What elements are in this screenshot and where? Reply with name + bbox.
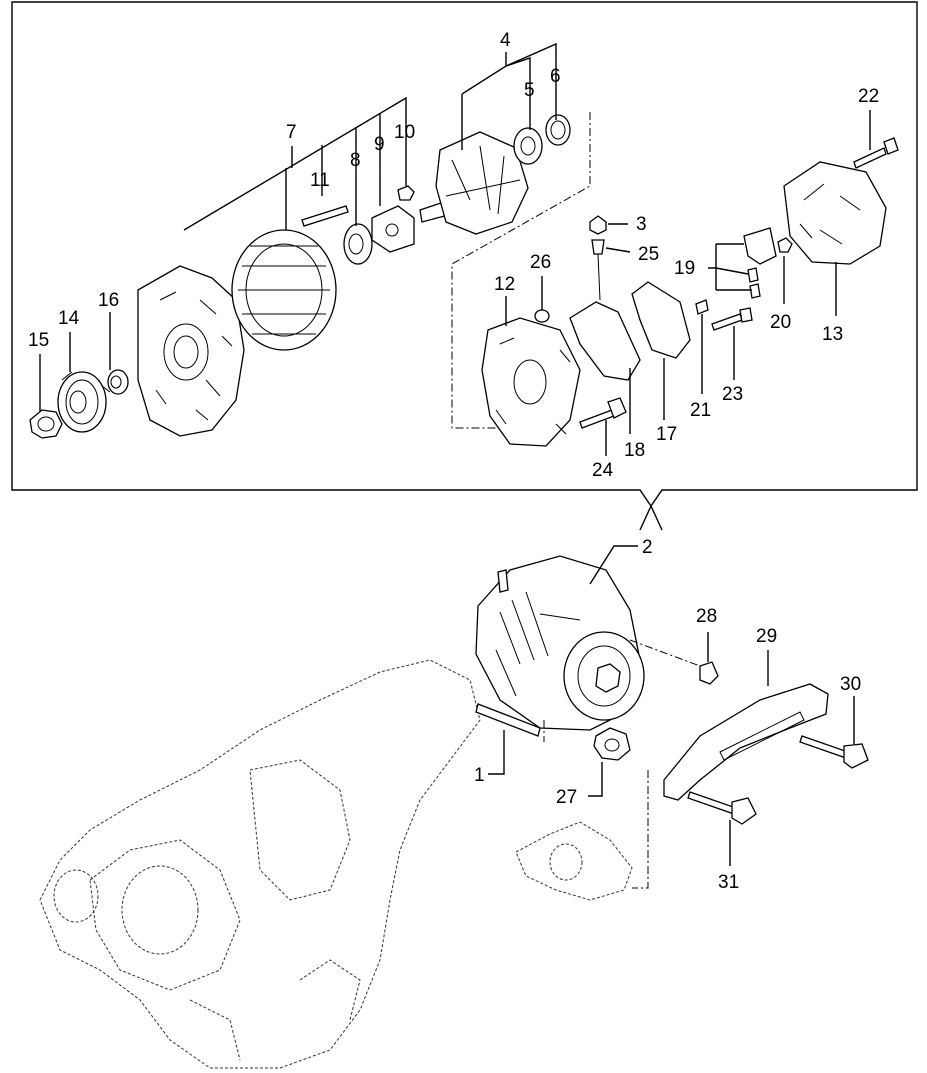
- part-bolt-31: [687, 791, 757, 825]
- part-regulator-18: [569, 253, 641, 381]
- callout-24: 24: [592, 460, 614, 481]
- callout-10: 10: [394, 122, 415, 143]
- part-screw-21: [695, 299, 709, 315]
- callout-14: 14: [58, 308, 80, 329]
- callout-9: 9: [374, 134, 385, 155]
- part-screw-10: [397, 185, 415, 201]
- part-terminal-19: [743, 227, 777, 299]
- callout-28: 28: [696, 606, 717, 627]
- engine-block-outline: [39, 659, 481, 1069]
- part-rear-cover-13: [783, 161, 887, 265]
- callout-7: 7: [286, 122, 297, 143]
- part-nut-26: [534, 309, 550, 323]
- callout-22: 22: [858, 86, 879, 107]
- callout-13: 13: [822, 324, 843, 345]
- part-nut-27: [593, 727, 631, 761]
- callout-5: 5: [524, 80, 535, 101]
- callout-15: 15: [28, 330, 49, 351]
- leader-lines: [39, 42, 871, 866]
- callout-1: 1: [474, 765, 485, 786]
- part-sleeve-25: [591, 239, 605, 255]
- part-spacer-16: [107, 369, 129, 395]
- callout-29: 29: [756, 626, 777, 647]
- part-stud-1: [475, 703, 541, 737]
- callout-12: 12: [494, 274, 515, 295]
- part-ring-6: [545, 114, 571, 146]
- part-nut-20: [777, 237, 793, 253]
- callout-21: 21: [690, 400, 711, 421]
- callout-19: 19: [674, 258, 695, 279]
- part-bolt-30: [799, 735, 869, 769]
- part-front-housing: [137, 265, 245, 437]
- part-adjust-bracket-29: [663, 683, 829, 801]
- part-nut-3: [589, 215, 607, 235]
- callout-17: 17: [656, 424, 677, 445]
- part-rotor: [419, 131, 529, 235]
- part-brush-holder-17: [631, 281, 691, 359]
- part-plate-9: [371, 205, 415, 253]
- callout-labels: 4 5 6 7 8 9 10 11 22 3 25 26 19 12 16 14…: [28, 30, 879, 893]
- part-bolt-24: [579, 397, 627, 429]
- callout-2: 2: [642, 537, 653, 558]
- part-stator-7: [231, 229, 337, 351]
- part-bearing-5: [513, 127, 543, 165]
- part-pulley-14: [57, 371, 111, 433]
- centerline-pivot: [543, 720, 649, 889]
- callout-20: 20: [770, 312, 791, 333]
- centerline-alternator: [629, 639, 701, 667]
- part-nut-15: [29, 409, 63, 439]
- callout-26: 26: [530, 252, 551, 273]
- callout-18: 18: [624, 440, 645, 461]
- part-stud-11: [301, 205, 349, 227]
- callout-8: 8: [350, 150, 361, 171]
- frame-pointer-line: [639, 505, 663, 531]
- callout-27: 27: [556, 787, 577, 808]
- centerline-top: [451, 112, 591, 429]
- callout-6: 6: [550, 66, 561, 87]
- callout-16: 16: [98, 290, 119, 311]
- callout-3: 3: [636, 214, 647, 235]
- callout-31: 31: [718, 872, 739, 893]
- part-bearing-8: [343, 223, 373, 265]
- engine-mount-outline: [515, 821, 633, 901]
- callout-23: 23: [722, 384, 743, 405]
- exploded-view-frame: [11, 1, 918, 508]
- callout-30: 30: [840, 674, 861, 695]
- part-rear-housing-12: [481, 317, 581, 447]
- part-collar-28: [699, 661, 719, 685]
- part-bolt-22: [853, 137, 899, 169]
- part-bolt-23: [711, 307, 753, 331]
- callout-11: 11: [310, 170, 330, 191]
- part-alternator-assembly-2: [475, 555, 645, 731]
- callout-25: 25: [638, 244, 659, 265]
- callout-4: 4: [500, 30, 511, 51]
